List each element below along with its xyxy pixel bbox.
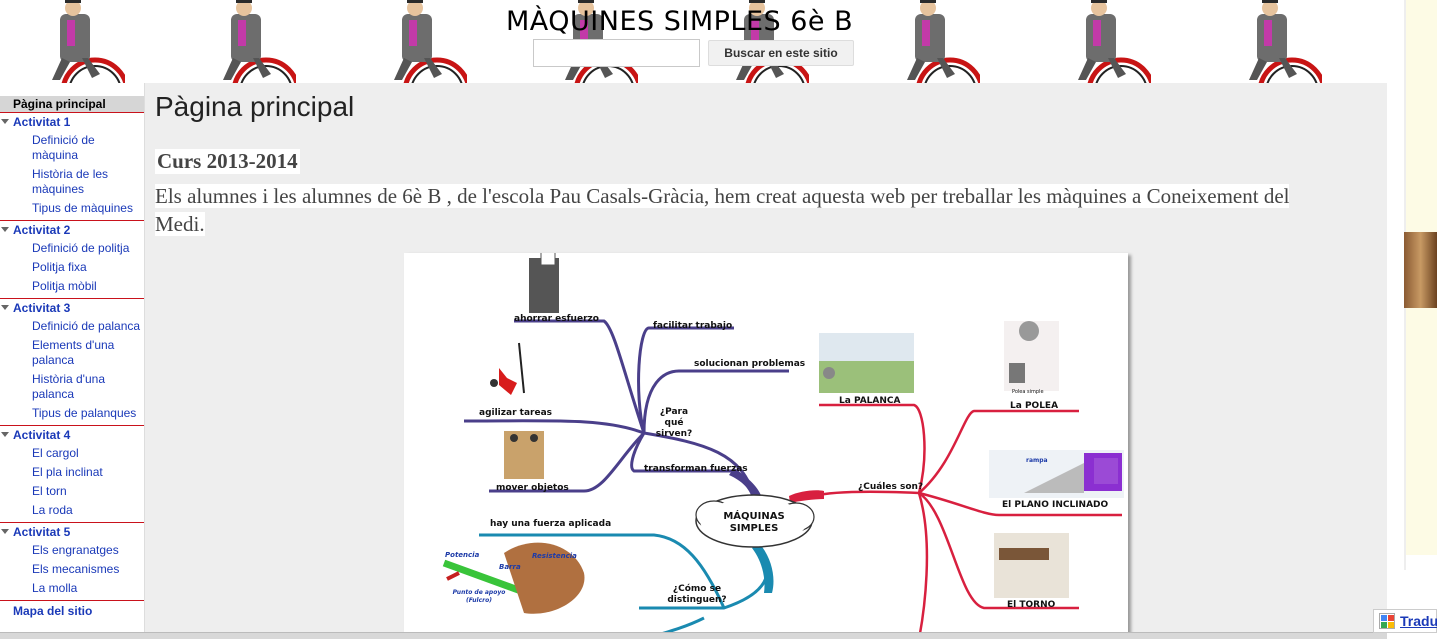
sidebar-group-toggle[interactable]: Activitat 4 (0, 426, 144, 444)
sidebar-item[interactable]: Politja mòbil (32, 279, 97, 293)
mindmap-illustrations (442, 253, 1124, 636)
sidebar-group-title[interactable]: Activitat 4 (13, 428, 71, 442)
expand-triangle-icon[interactable] (1, 305, 9, 310)
sidebar-item[interactable]: Definició de palanca (32, 319, 141, 333)
sidebar-group-activitat-5: Activitat 5 Els engranatges Els mecanism… (0, 523, 144, 601)
sidebar-item[interactable]: Elements d'una palanca (32, 338, 115, 367)
sidebar-item[interactable]: Politja fixa (32, 260, 87, 274)
mindmap-graphic (442, 253, 1124, 639)
sidebar-item[interactable]: Història d'una palanca (32, 372, 105, 401)
cyclist-illustration (1249, 0, 1322, 83)
mindmap-label: Potencia (445, 551, 480, 559)
sidebar-item[interactable]: La roda (32, 503, 73, 517)
google-translate-icon[interactable] (1379, 613, 1395, 629)
mindmap-label: ahorrar esfuerzo (514, 314, 599, 324)
page-title: Pàgina principal (155, 91, 355, 122)
sidebar-item[interactable]: Definició de politja (32, 241, 130, 255)
sidebar-group-title[interactable]: Activitat 1 (13, 115, 71, 129)
expand-triangle-icon[interactable] (1, 119, 9, 124)
mindmap-label: facilitar trabajo (653, 321, 733, 331)
sidebar-item[interactable]: Els mecanismes (32, 562, 120, 576)
expand-triangle-icon[interactable] (1, 432, 9, 437)
sidebar-group-toggle[interactable]: Activitat 5 (0, 523, 144, 541)
sidebar-item[interactable]: Història de les màquines (32, 167, 109, 196)
sidebar-nav: Pàgina principal Activitat 1 Definició d… (0, 83, 145, 639)
sitemap-link[interactable]: Mapa del sitio (13, 604, 93, 618)
mindmap-label: El PLANO INCLINADO (1002, 500, 1109, 510)
sidebar-item[interactable]: El cargol (32, 446, 79, 460)
intro-text: Els alumnes i les alumnes de 6è B , de l… (155, 182, 1295, 238)
mindmap-label: ¿Cuáles son? (858, 482, 924, 492)
sidebar-group-title[interactable]: Activitat 2 (13, 223, 71, 237)
sidebar-group-toggle[interactable]: Activitat 3 (0, 299, 144, 317)
background-photo (1404, 232, 1437, 308)
cyclist-illustration (52, 0, 125, 83)
mindmap-label: Resistencia (532, 552, 577, 560)
course-heading: Curs 2013-2014 (155, 149, 300, 174)
mindmap-label: mover objetos (496, 483, 569, 493)
mindmap-label: Barra (499, 563, 521, 571)
expand-triangle-icon[interactable] (1, 227, 9, 232)
sidebar-item[interactable]: El pla inclinat (32, 465, 103, 479)
mindmap-label: hay una fuerza aplicada (490, 519, 612, 529)
sidebar-group-activitat-4: Activitat 4 El cargol El pla inclinat El… (0, 426, 144, 523)
mindmap-label: ¿Para qué sirven? (655, 407, 693, 439)
mindmap-image: ahorrar esfuerzo facilitar trabajo soluc… (404, 253, 1128, 639)
site-title[interactable]: MÀQUINES SIMPLES 6è B (506, 6, 854, 37)
sidebar-item[interactable]: La molla (32, 581, 78, 595)
cyclist-illustration (394, 0, 467, 83)
mindmap-center-label: MÁQUINAS SIMPLES (723, 511, 785, 534)
mindmap-label: agilizar tareas (479, 408, 553, 418)
sidebar-group-toggle[interactable]: Activitat 1 (0, 113, 144, 131)
page-background-strip (1387, 0, 1437, 639)
site-header: MÀQUINES SIMPLES 6è B Buscar en este sit… (0, 0, 1387, 83)
sidebar-item[interactable]: El torn (32, 484, 67, 498)
cyclist-illustration (223, 0, 296, 83)
sidebar-group-title[interactable]: Activitat 5 (13, 525, 71, 539)
translate-link[interactable]: Tradu (1400, 613, 1437, 629)
translate-widget[interactable]: Tradu (1373, 609, 1437, 633)
sidebar-group-activitat-2: Activitat 2 Definició de politja Politja… (0, 221, 144, 299)
sidebar-item-current[interactable]: Pàgina principal (0, 96, 144, 113)
mindmap-label: transforman fuerzas (644, 464, 748, 474)
expand-triangle-icon[interactable] (1, 529, 9, 534)
sidebar-item[interactable]: Tipus de palanques (32, 406, 137, 420)
bottom-status-bar (0, 632, 1387, 639)
search-button[interactable]: Buscar en este sitio (708, 40, 854, 66)
mindmap-label: ¿Cómo se distinguen? (667, 584, 727, 605)
mindmap-center-cloud (695, 494, 815, 548)
sidebar-item[interactable]: Els engranatges (32, 543, 119, 557)
mindmap-label: rampa (1026, 457, 1048, 464)
sidebar-group-activitat-3: Activitat 3 Definició de palanca Element… (0, 299, 144, 426)
cyclist-illustration (1078, 0, 1151, 83)
sidebar-item[interactable]: Tipus de màquines (32, 201, 133, 215)
main-content: Pàgina principal Curs 2013-2014 Els alum… (145, 83, 1387, 639)
sidebar-group-title[interactable]: Activitat 3 (13, 301, 71, 315)
mindmap-label: La POLEA (1010, 401, 1059, 411)
intro-paragraph: Els alumnes i les alumnes de 6è B , de l… (155, 184, 1290, 236)
mindmap-label: Polea simple (1012, 389, 1044, 395)
mindmap-label: solucionan problemas (694, 359, 806, 369)
mindmap-label: Punto de apoyo (Fulcro) (452, 589, 506, 604)
search-input[interactable] (533, 39, 700, 67)
mindmap-label: La PALANCA (839, 396, 901, 406)
sidebar-group-activitat-1: Activitat 1 Definició de màquina Històri… (0, 113, 144, 221)
cyclist-illustration (907, 0, 980, 83)
sidebar-item[interactable]: Definició de màquina (32, 133, 95, 162)
mindmap-branches-red (813, 403, 1122, 639)
mindmap-label: El TORNO (1007, 600, 1056, 610)
sidebar-group-toggle[interactable]: Activitat 2 (0, 221, 144, 239)
